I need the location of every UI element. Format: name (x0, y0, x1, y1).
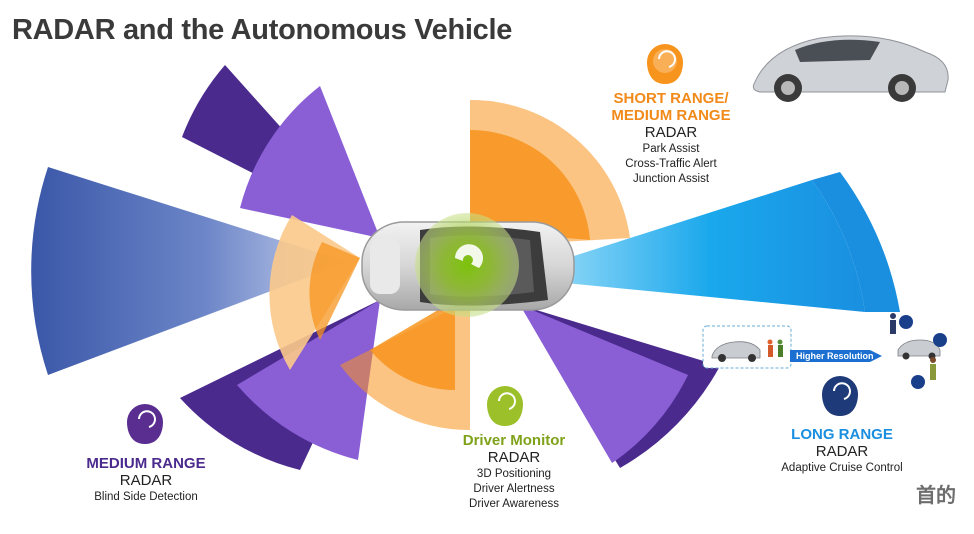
long-range-feature: Adaptive Cruise Control (781, 462, 903, 474)
sports-car-icon (752, 35, 949, 102)
driver-monitor-feature: 3D Positioning (476, 468, 552, 480)
long-range-radar-pin-icon (822, 376, 858, 416)
upper-left-inner-sector (240, 86, 380, 238)
driver-monitor-radar-label: Driver Monitor RADAR 3D Positioning Driv… (444, 432, 584, 512)
medium-range-radar-word: RADAR (119, 472, 173, 489)
medium-range-heading: MEDIUM RANGE (86, 455, 206, 472)
driver-monitor-zone (415, 213, 519, 317)
short-range-radar-word: RADAR (644, 124, 698, 141)
inset-car-icon (711, 341, 761, 359)
long-range-radar-word: RADAR (815, 443, 869, 460)
higher-resolution-label: Higher Resolution (796, 351, 874, 361)
short-range-feature: Junction Assist (632, 173, 710, 185)
short-range-feature: Park Assist (642, 143, 700, 155)
page-title: RADAR and the Autonomous Vehicle (12, 14, 513, 46)
driver-monitor-feature: Driver Alertness (473, 483, 555, 495)
front-long-range-rim (812, 172, 900, 312)
front-short-range-inner-sector (470, 129, 590, 240)
long-range-radar-label: LONG RANGE RADAR Adaptive Cruise Control (772, 426, 912, 476)
lower-short-range-inner-sector (370, 300, 455, 391)
short-range-radar-pin-icon (647, 44, 683, 84)
higher-resolution-inset: Higher Resolution (702, 313, 947, 389)
front-long-range-sector (555, 180, 865, 312)
driver-monitor-radar-word: RADAR (487, 449, 541, 466)
medium-range-feature: Blind Side Detection (94, 491, 198, 503)
medium-range-radar-pin-icon (127, 403, 164, 444)
rear-long-range-sector (31, 167, 349, 375)
lower-left-inner-sector (237, 300, 380, 460)
lower-right-inner-sector (520, 305, 688, 463)
long-range-heading: LONG RANGE (791, 426, 893, 443)
short-range-feature: Cross-Traffic Alert (625, 158, 717, 170)
watermark: 首的 (916, 485, 956, 507)
short-range-heading-line2: MEDIUM RANGE (611, 107, 731, 124)
higher-resolution-arrow (790, 350, 882, 362)
short-range-radar-label: SHORT RANGE/ MEDIUM RANGE RADAR Park Ass… (596, 90, 746, 187)
driver-monitor-heading: Driver Monitor (462, 432, 566, 449)
driver-monitor-feature: Driver Awareness (469, 498, 559, 510)
medium-range-radar-label: MEDIUM RANGE RADAR Blind Side Detection (76, 455, 216, 505)
driver-monitor-radar-pin-icon (487, 386, 523, 426)
pedestrian-icon (767, 339, 773, 345)
short-range-heading-line1: SHORT RANGE/ (613, 90, 729, 107)
rear-short-range-inner-sector (309, 242, 360, 340)
driver-monitor-radar-icon (455, 244, 483, 268)
